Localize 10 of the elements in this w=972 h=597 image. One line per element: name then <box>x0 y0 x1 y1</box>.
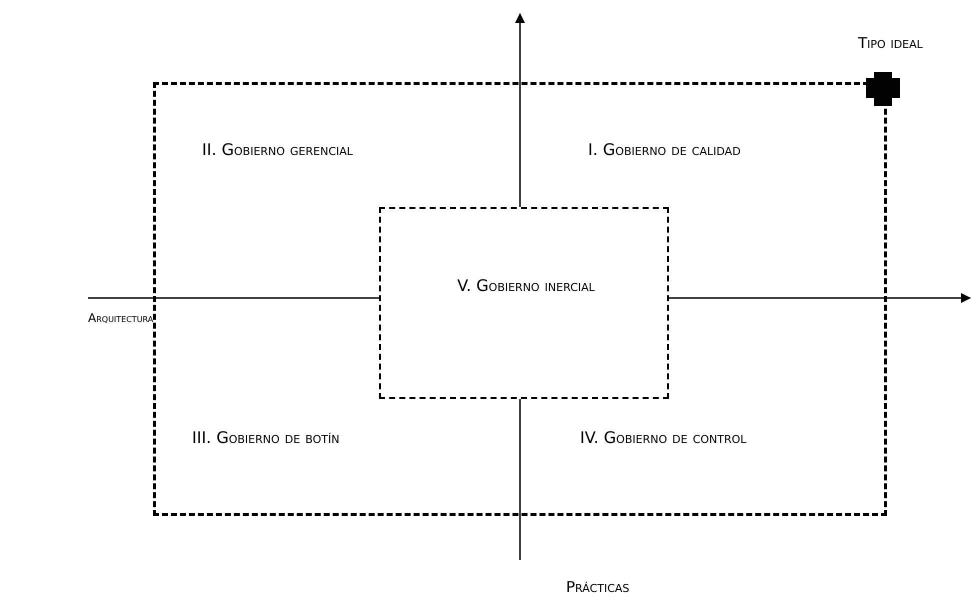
quadrant-label: I. Gobierno de calidad <box>588 140 741 159</box>
quadrant-label: III. Gobierno de botín <box>192 428 340 447</box>
quadrant-frame <box>153 82 887 516</box>
box-label: V. Gobierno inercial <box>456 275 596 297</box>
marker-label: Tipo ideal <box>858 34 923 52</box>
quadrant-label: II. Gobierno gerencial <box>202 140 353 159</box>
dashed-box <box>379 207 669 399</box>
axis-label: Arquitectura <box>88 311 154 325</box>
quadrant-label: IV. Gobierno de control <box>580 428 746 447</box>
axis-label: Prácticas <box>566 578 630 596</box>
